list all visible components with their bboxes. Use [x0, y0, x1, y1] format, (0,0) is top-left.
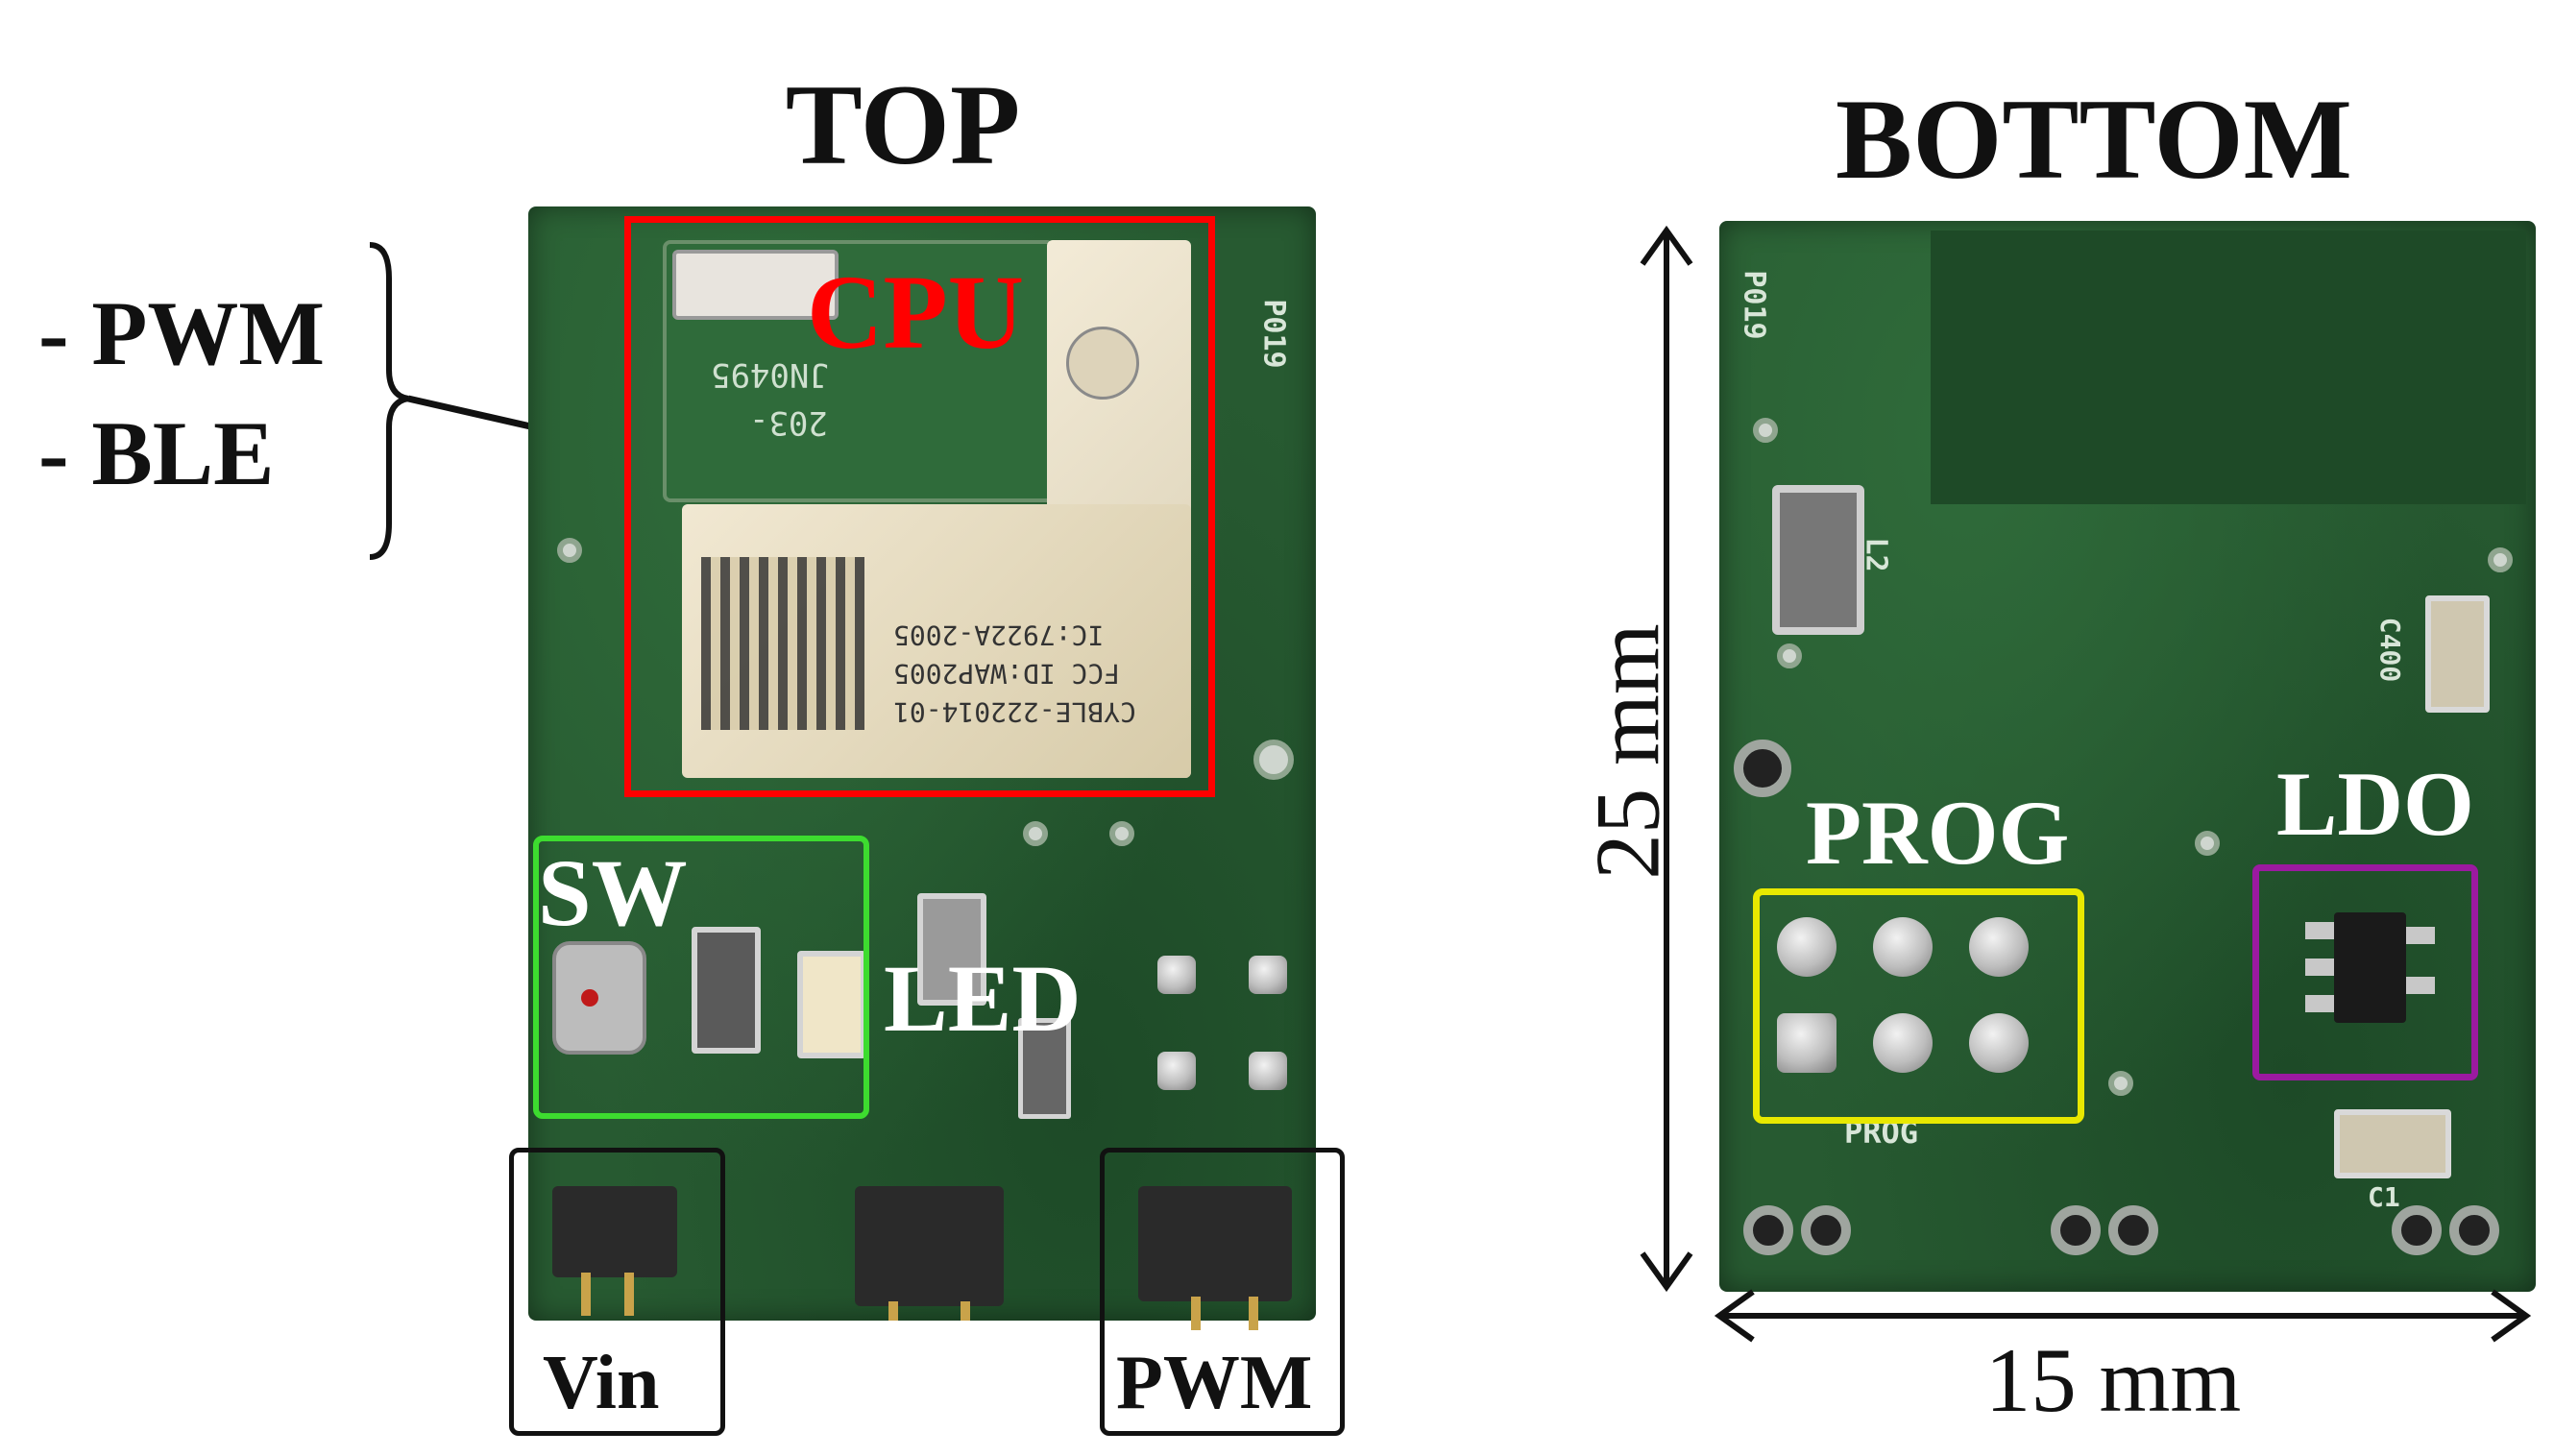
c1-silk: C1 — [2368, 1181, 2400, 1213]
bottom-mount-hole — [1734, 740, 1791, 797]
prog-pad-2 — [1873, 917, 1933, 977]
vin-connector-box — [509, 1148, 725, 1436]
vin-header — [552, 1186, 677, 1277]
dimension-arrows — [1640, 225, 2532, 1343]
str-pin-leg-1 — [888, 1301, 898, 1321]
resistor-r3 — [692, 927, 761, 1054]
top-via-4 — [1109, 821, 1134, 846]
pad-3 — [1157, 1052, 1196, 1090]
bottom-hole-4 — [2108, 1205, 2158, 1255]
pad-1 — [1157, 956, 1196, 994]
pad-2 — [1249, 956, 1287, 994]
prog-pad-5 — [1873, 1013, 1933, 1073]
inductor-l2 — [1772, 485, 1864, 635]
side-list-item-pwm: - PWM — [38, 282, 326, 384]
tact-switch — [552, 941, 646, 1055]
top-via-2 — [557, 538, 582, 563]
vin-pin-leg-1 — [581, 1273, 591, 1316]
module-datamatrix — [701, 557, 864, 730]
bottom-via-5 — [2108, 1071, 2133, 1096]
prog-pad-4 — [1777, 1013, 1836, 1073]
bottom-hole-2 — [1801, 1205, 1851, 1255]
top-via-1 — [1253, 740, 1294, 780]
resistor-r1 — [1018, 1018, 1071, 1119]
vin-pin-leg-2 — [624, 1273, 634, 1316]
str-header — [855, 1186, 1004, 1306]
cpu-highlight-box — [624, 216, 1215, 797]
bottom-title: BOTTOM — [1836, 75, 2352, 203]
vin-label: Vin — [543, 1341, 660, 1425]
bottom-via-3 — [2488, 547, 2513, 572]
side-list-item-ble: - BLE — [38, 402, 275, 504]
ldo-pins-left — [2305, 922, 2334, 1013]
prog-pad-6 — [1969, 1013, 2029, 1073]
ldo-highlight-box — [2252, 864, 2478, 1080]
prog-pad-3 — [1969, 917, 2029, 977]
height-dimension-label: 25 mm — [1576, 623, 1679, 880]
width-dimension-label: 15 mm — [1984, 1329, 2242, 1431]
pwm-pin-leg-2 — [1249, 1297, 1258, 1330]
pwm-header — [1138, 1186, 1292, 1301]
bottom-hole-5 — [2392, 1205, 2442, 1255]
sw-highlight-box — [533, 836, 869, 1119]
pwm-label: PWM — [1116, 1341, 1313, 1425]
pwm-connector-box — [1100, 1148, 1345, 1436]
bottom-hole-3 — [2051, 1205, 2101, 1255]
str-pin-leg-2 — [961, 1301, 970, 1321]
switch-red-dot — [581, 989, 598, 1007]
pwm-pin-leg-1 — [1191, 1297, 1201, 1330]
bottom-hole-1 — [1743, 1205, 1793, 1255]
ldo-pins-right — [2406, 927, 2435, 1013]
bottom-hole-6 — [2449, 1205, 2499, 1255]
sw-label: SW — [538, 839, 688, 946]
top-rev-silk: P019 — [1256, 299, 1291, 369]
bluetooth-logo-circle — [1066, 327, 1139, 400]
capacitor-c400 — [2425, 595, 2490, 713]
top-via-3 — [1023, 821, 1048, 846]
top-title: TOP — [785, 61, 1021, 188]
cpu-label: CPU — [807, 254, 1025, 371]
led-label: LED — [884, 945, 1082, 1052]
prog-pad-1 — [1777, 917, 1836, 977]
antenna-keepout — [1931, 231, 2526, 504]
inductor-l1 — [917, 893, 986, 1006]
ldo-label: LDO — [2276, 753, 2474, 855]
prog-label: PROG — [1806, 782, 2070, 884]
pad-4 — [1249, 1052, 1287, 1090]
prog-highlight-box — [1753, 888, 2084, 1124]
ldo-chip — [2334, 912, 2406, 1023]
bottom-via-4 — [2195, 831, 2220, 856]
bottom-via-1 — [1753, 418, 1778, 443]
capacitor-c1 — [2334, 1109, 2451, 1178]
crystal-component — [672, 250, 839, 320]
bottom-via-2 — [1777, 643, 1802, 668]
